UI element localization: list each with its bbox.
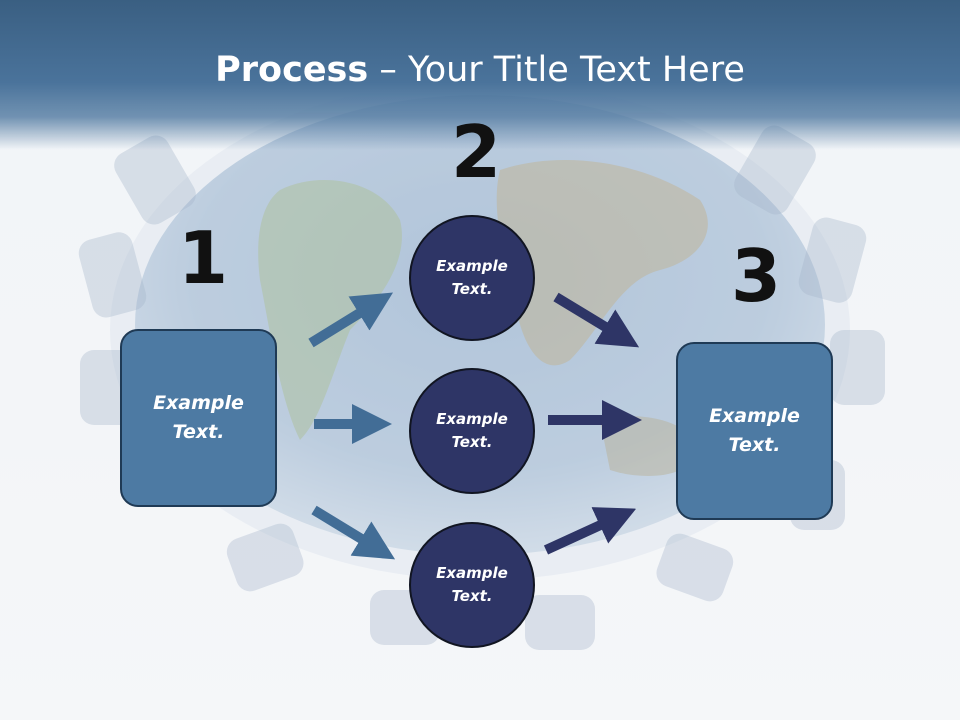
circle-middle-line2: Text. [451,433,493,451]
arrow-1-to-top [308,292,394,348]
step-3-line1: Example [709,405,800,427]
title-bar [0,0,960,150]
step-1-line2: Text. [172,421,225,443]
arrow-top-to-3 [553,292,640,348]
arrow-1-to-bottom [311,505,396,560]
step-number-3: 3 [731,234,782,318]
title-bold: Process [215,50,369,90]
title-rest: – Your Title Text Here [368,50,745,90]
step-3-line2: Text. [728,434,781,456]
arrow-bottom-to-3 [543,507,637,555]
step-1-line1: Example [153,392,244,414]
circle-top-line2: Text. [451,280,493,298]
step-number-1: 1 [178,216,229,300]
step-number-2: 2 [451,110,502,194]
circle-bottom-line1: Example [436,564,508,582]
slide-title: Process – Your Title Text Here [0,50,960,90]
circle-top-line1: Example [436,257,508,275]
circle-middle-line1: Example [436,410,508,428]
circle-bottom-line2: Text. [451,587,493,605]
